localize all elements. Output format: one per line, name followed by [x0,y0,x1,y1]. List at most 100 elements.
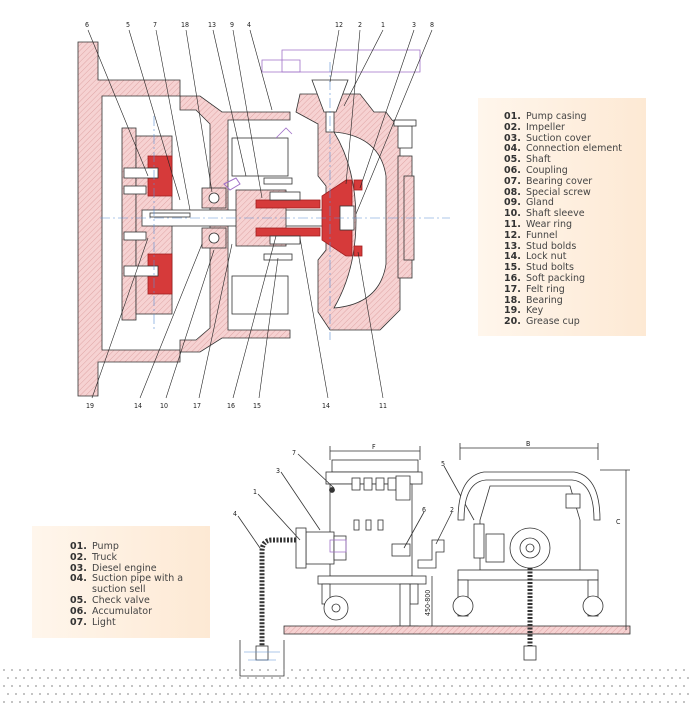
shaft-sleeve [255,199,321,209]
suction-bell [255,645,269,661]
stud-bolt-upper [263,177,293,185]
ground-slab [283,625,631,635]
wear-ring-bottom [353,245,363,257]
coupling-bolt-mid2 [123,231,147,241]
pump-callout-leaders-top [87,29,433,215]
coupling-bolt-bottom [123,265,159,277]
legend-item: 01.Pump casing [504,111,587,122]
decorative-dot-pattern [3,669,689,703]
callout-12: 12 [335,21,343,29]
legend-item: 05.Check valve [70,594,150,606]
violet-detail-4 [275,127,293,139]
shaft-sleeve-lower [255,227,321,237]
accumulator [395,475,411,501]
callout-11: 11 [379,402,387,410]
soft-packing-bottom [269,235,301,245]
rib-lower [231,275,289,315]
grease-cup-cap [393,119,417,127]
legend-item: 14.Lock nut [504,251,567,263]
jack-stand [399,583,411,631]
accumulator-box [391,543,411,557]
legend-item: 18.Bearing [504,294,563,306]
truck-callout-3: 3 [276,467,280,475]
truck-callout-7: 7 [292,449,296,457]
truck-callout-4: 4 [233,510,237,518]
callout-6: 6 [85,21,89,29]
coupling-bolt-mid1 [123,185,147,195]
truck-unit-side-view [237,446,631,677]
pump-cross-section [77,41,450,397]
pump-legend-list: 01.Pump casing 02.Impeller 03.Suction co… [504,111,622,328]
legend-item: 03.Suction cover [504,132,591,144]
legend-item: 11.Wear ring [504,218,573,230]
callout-14b: 14 [322,402,330,410]
legend-item: 06.Accumulator [70,605,152,617]
pump-callout-labels-bottom: 19 14 10 17 16 15 14 11 [86,402,387,410]
dim-f-label: F [372,443,376,451]
legend-item: 01.Pump [70,541,119,552]
truck-chassis [317,575,427,585]
coupling-bolt-top [123,167,159,179]
legend-item: 19.Key [504,305,544,317]
legend-item: 07.Light [70,616,116,628]
legend-item: 17.Felt ring [504,283,565,295]
callout-16: 16 [227,402,235,410]
soft-packing-top [269,191,301,201]
legend-item: 08.Special screw [504,186,591,198]
callout-1: 1 [381,21,385,29]
legend-item: 04.Connection element [504,143,622,155]
engine-roof [331,459,419,473]
front-canopy [457,471,601,521]
pump-unit [305,531,335,565]
pump-base-flange [77,41,181,397]
callout-3: 3 [412,21,416,29]
pump-callout-labels-top: 6 5 7 18 13 9 4 12 2 1 3 8 [85,21,434,29]
coupling-hub-top [147,155,173,197]
coupling-disc-left [121,127,137,321]
connection-element [179,95,291,353]
front-wheel-left [452,595,474,617]
pump-legend-panel: 01.Pump casing 02.Impeller 03.Suction co… [478,98,646,336]
callout-15: 15 [253,402,261,410]
callout-19: 19 [86,402,94,410]
legend-item: 15.Stud bolts [504,262,574,274]
bearing-ball-top [208,192,220,204]
legend-item: 05.Shaft [504,154,551,166]
violet-detail-1 [223,177,241,191]
callout-14: 14 [134,402,142,410]
callout-7: 7 [153,21,157,29]
discharge-pipe [417,539,445,569]
truck-callout-5: 5 [441,460,445,468]
truck-legend-panel: 01.Pump 02.Truck 03.Diesel engine 04.Suc… [32,526,210,638]
truck-legend-list: 01.Pump 02.Truck 03.Diesel engine 04.Suc… [70,541,210,628]
callout-2: 2 [358,21,362,29]
funnel [311,79,349,113]
legend-item: 09.Gland [504,197,554,209]
pump-violet-detail [329,539,347,553]
legend-item: 02.Truck [70,551,118,563]
truck-callout-labels: 7 3 1 4 6 2 5 F 450-800 [233,443,454,616]
bearing-ball-bottom [208,232,220,244]
truck-unit-front-view [452,443,630,661]
legend-item: 03.Diesel engine [70,562,157,574]
truck-callout-6: 6 [422,506,426,514]
shaft-key [149,212,191,218]
legend-item: 06.Coupling [504,164,568,176]
legend-item: 02.Impeller [504,121,565,133]
legend-item: 10.Shaft sleeve [504,208,585,220]
dim-height-label: 450-800 [424,590,432,616]
front-wheel-right [582,595,604,617]
callout-4: 4 [247,21,251,29]
callout-5: 5 [126,21,130,29]
rib-upper [231,137,289,177]
callout-8: 8 [430,21,434,29]
callout-10: 10 [160,402,168,410]
callout-13: 13 [208,21,216,29]
light [329,487,335,493]
pump-callout-leaders-bottom [91,235,384,399]
callout-9: 9 [230,21,234,29]
grease-cup [397,125,413,149]
wear-ring-top [353,179,363,191]
legend-item: 04.Suction pipe with a suction sell [70,573,184,596]
violet-detail-2 [281,49,421,73]
